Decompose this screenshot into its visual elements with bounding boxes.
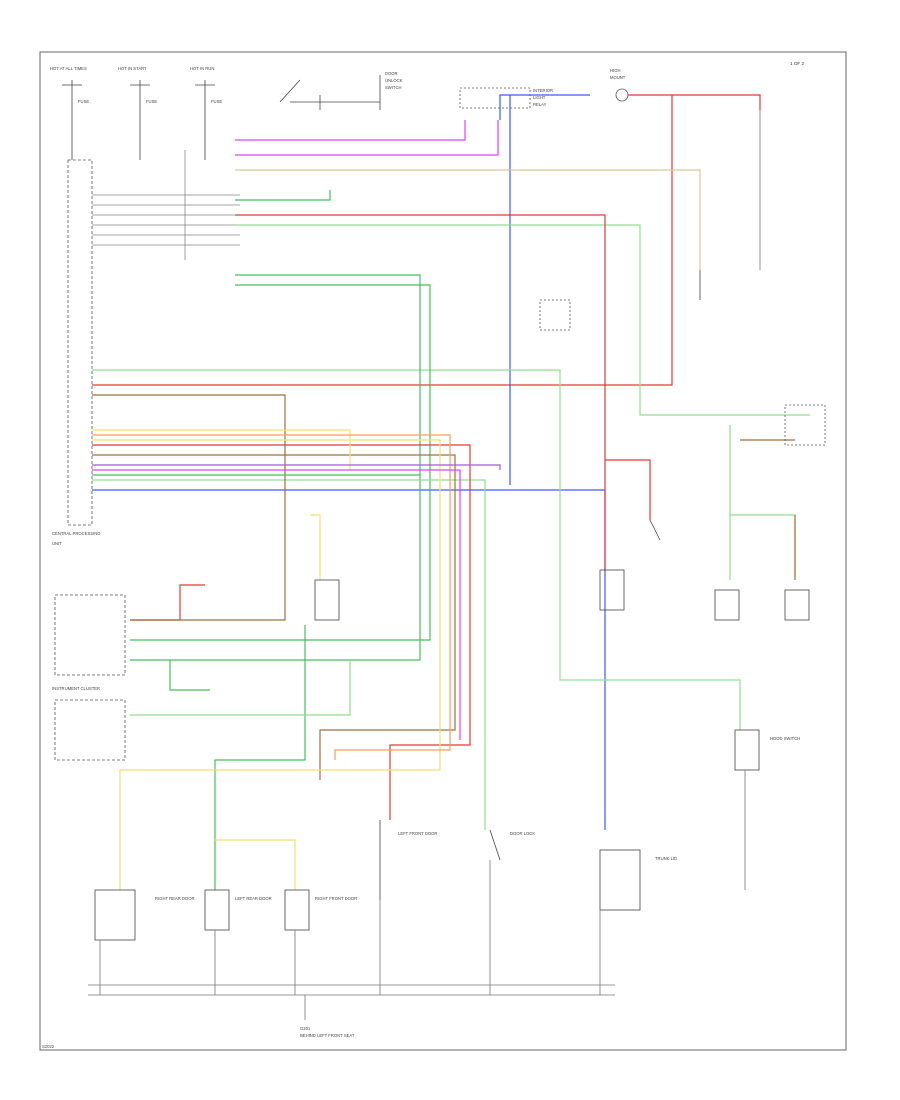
diagram-frame — [39, 51, 847, 1051]
ground-bus — [88, 110, 761, 1020]
door-switches — [94, 270, 810, 941]
fuse-label-3: HOT IN RUN — [190, 66, 214, 71]
ground-label: G201 — [300, 1026, 311, 1031]
svg-text:FUSE: FUSE — [78, 99, 89, 104]
comp-label-6: TRUNK LID — [655, 856, 677, 861]
comp-label-1: RIGHT REAR DOOR — [155, 896, 194, 901]
svg-text:HIGH: HIGH — [610, 68, 620, 73]
top-switch — [279, 75, 381, 110]
svg-text:UNLOCK: UNLOCK — [385, 78, 403, 83]
comp-label-7: HOOD SWITCH — [770, 736, 800, 741]
svg-text:SWITCH: SWITCH — [385, 85, 402, 90]
svg-text:FUSE: FUSE — [211, 99, 222, 104]
ground-location: BEHIND LEFT FRONT SEAT — [300, 1033, 355, 1038]
comp-label-2: LEFT REAR DOOR — [235, 896, 272, 901]
header-note: 1 OF 2 — [790, 61, 804, 66]
harness-lines — [92, 150, 240, 260]
svg-text:RELAY: RELAY — [533, 102, 547, 107]
comp-label-3: RIGHT FRONT DOOR — [315, 896, 357, 901]
comp-label-5: DOOR LOCK — [510, 831, 535, 836]
footer-id: S2022 — [42, 1044, 55, 1049]
svg-text:LIGHT: LIGHT — [533, 95, 546, 100]
svg-text:DOOR: DOOR — [385, 71, 398, 76]
svg-text:UNIT: UNIT — [52, 541, 62, 546]
svg-text:FUSE: FUSE — [146, 99, 157, 104]
svg-text:INTERIOR: INTERIOR — [533, 88, 553, 93]
fuse-label-1: HOT AT ALL TIMES — [50, 66, 87, 71]
comp-label-4: LEFT FRONT DOOR — [398, 831, 437, 836]
svg-text:MOUNT: MOUNT — [610, 75, 626, 80]
lamp — [615, 88, 629, 102]
fuse-drops — [62, 80, 215, 160]
fuse-label-2: HOT IN START — [118, 66, 147, 71]
comp-label-8: INSTRUMENT CLUSTER — [52, 686, 100, 691]
central-processing-label: CENTRAL PROCESSING — [52, 531, 100, 536]
central-processing-module — [67, 159, 93, 526]
